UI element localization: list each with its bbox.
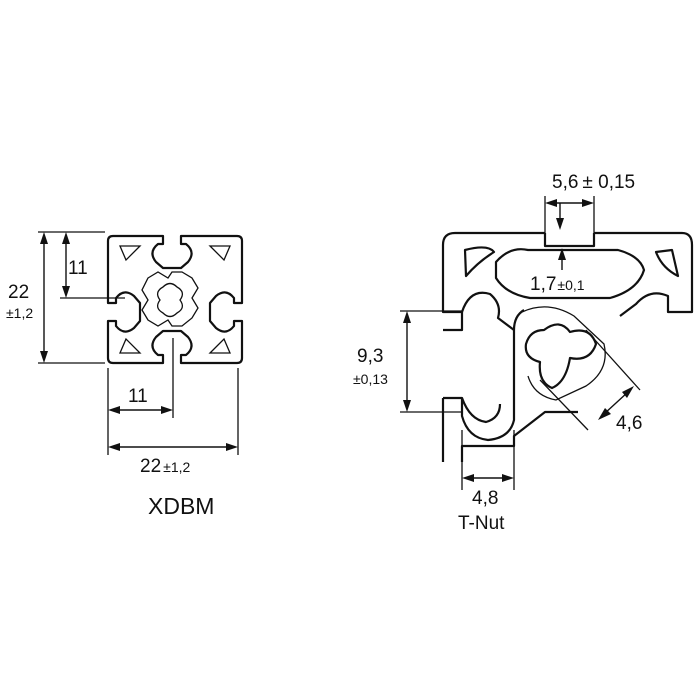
detail-corner-pocket	[654, 248, 680, 278]
width-dimension: 22±1,2	[140, 456, 191, 477]
detail-left-slot	[460, 291, 515, 331]
profile-outer-contour	[106, 234, 244, 365]
detail-slot-lip	[543, 233, 596, 248]
half-height-dimension: 11	[68, 258, 88, 279]
detail-left-slot-lower	[460, 397, 502, 424]
detail-upper-cavity	[494, 248, 646, 300]
corner-pocket	[119, 337, 142, 354]
detail-core-hole	[524, 323, 598, 390]
slot-depth-dimension: 9,3	[357, 346, 383, 367]
corner-pocket	[208, 245, 231, 262]
detail-corner-pocket	[463, 246, 496, 278]
tnut-caption: T-Nut	[458, 513, 505, 534]
detail-top-edge-right	[594, 231, 694, 317]
xdbm-profile: 22 ±1,2 11 11 22±1,2 XDBM	[6, 231, 244, 519]
detail-outer-contour	[441, 231, 545, 332]
slot-depth-tolerance: ±0,13	[353, 371, 388, 387]
corner-pocket	[119, 245, 142, 262]
slot-detail: 5,6± 0,15 1,7±0,1 9,3 ±0,13 4,6 4,8 T-Nu…	[353, 172, 694, 534]
half-width-dimension: 11	[128, 386, 148, 407]
tnut-width-dimension: 4,8	[472, 488, 498, 509]
detail-core-ring	[521, 306, 606, 401]
wall-thickness-dimension: 1,7±0,1	[530, 274, 585, 295]
slot-opening-dimension: 5,6± 0,15	[552, 172, 635, 193]
height-tolerance: ±1,2	[6, 305, 33, 321]
corner-pocket	[208, 337, 231, 354]
profile-core	[141, 271, 199, 327]
detail-left-wall	[443, 309, 525, 442]
profile-caption: XDBM	[148, 493, 214, 519]
center-hole	[156, 282, 184, 318]
core-hole-dimension: 4,6	[616, 413, 642, 434]
height-dimension: 22	[8, 282, 29, 303]
